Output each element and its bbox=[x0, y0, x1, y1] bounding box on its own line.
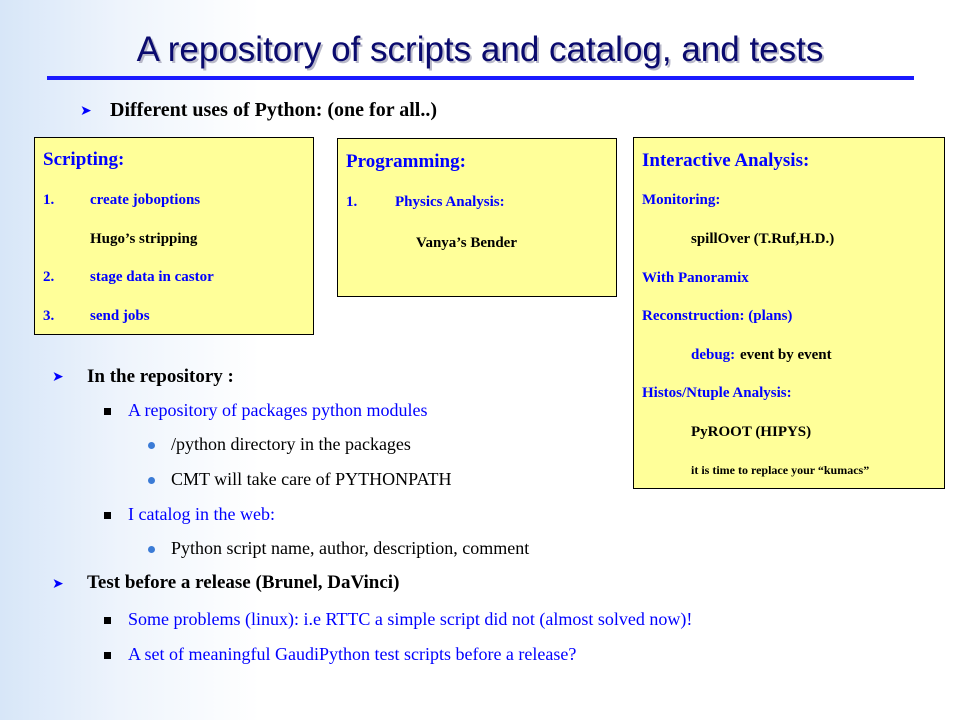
interactive-line: it is time to replace your “kumacs” bbox=[691, 463, 870, 477]
tests-item: A set of meaningful GaudiPython test scr… bbox=[128, 644, 577, 664]
repository-sub1-item: /python directory in the packages bbox=[171, 434, 411, 454]
scripting-item: stage data in castor bbox=[90, 269, 214, 285]
interactive-line: Histos/Ntuple Analysis: bbox=[642, 385, 792, 401]
scripting-item: Hugo’s stripping bbox=[90, 231, 198, 247]
square-bullet-icon bbox=[104, 652, 111, 659]
scripting-item-num: 3. bbox=[43, 308, 55, 324]
interactive-line: spillOver (T.Ruf,H.D.) bbox=[691, 231, 835, 247]
interactive-line: PyROOT (HIPYS) bbox=[691, 424, 812, 440]
square-bullet-icon bbox=[104, 408, 111, 415]
dot-bullet-icon bbox=[148, 477, 155, 484]
interactive-line: event by event bbox=[740, 347, 832, 363]
tests-item: Some problems (linux): i.e RTTC a simple… bbox=[128, 609, 693, 629]
tests-heading: Test before a release (Brunel, DaVinci) bbox=[87, 572, 400, 593]
dot-bullet-icon bbox=[148, 442, 155, 449]
interactive-heading: Interactive Analysis: bbox=[642, 150, 810, 171]
scripting-box: Scripting: 1. create joboptions Hugo’s s… bbox=[34, 137, 314, 335]
repository-sub1-item: CMT will take care of PYTHONPATH bbox=[171, 469, 452, 489]
arrow-bullet-icon: ➤ bbox=[52, 370, 64, 385]
repository-heading: In the repository : bbox=[87, 366, 234, 387]
scripting-item-num: 2. bbox=[43, 269, 55, 285]
square-bullet-icon bbox=[104, 512, 111, 519]
dot-bullet-icon bbox=[148, 546, 155, 553]
repository-sub2: I catalog in the web: bbox=[128, 504, 275, 524]
programming-box: Programming: 1. Physics Analysis: Vanya’… bbox=[337, 138, 617, 297]
repository-sub1: A repository of packages python modules bbox=[128, 400, 428, 420]
arrow-bullet-icon: ➤ bbox=[80, 104, 92, 119]
interactive-line: Reconstruction: (plans) bbox=[642, 308, 793, 324]
interactive-line: debug: bbox=[691, 347, 736, 363]
arrow-bullet-icon: ➤ bbox=[52, 577, 64, 592]
repository-sub2-item: Python script name, author, description,… bbox=[171, 538, 530, 558]
programming-item: Vanya’s Bender bbox=[416, 235, 517, 251]
scripting-item: create joboptions bbox=[90, 192, 201, 208]
programming-item: Physics Analysis: bbox=[395, 194, 505, 210]
scripting-item-num: 1. bbox=[43, 192, 55, 208]
subtitle: Different uses of Python: (one for all..… bbox=[110, 99, 437, 121]
scripting-heading: Scripting: bbox=[43, 149, 125, 170]
programming-heading: Programming: bbox=[346, 151, 466, 172]
interactive-box: Interactive Analysis: Monitoring: spillO… bbox=[633, 137, 945, 489]
interactive-line: Monitoring: bbox=[642, 192, 721, 208]
square-bullet-icon bbox=[104, 617, 111, 624]
slide-title: A repository of scripts and catalog, and… bbox=[136, 30, 824, 69]
title-underline bbox=[47, 76, 914, 80]
programming-item-num: 1. bbox=[346, 194, 358, 210]
interactive-line: With Panoramix bbox=[642, 270, 749, 286]
scripting-item: send jobs bbox=[90, 308, 150, 324]
